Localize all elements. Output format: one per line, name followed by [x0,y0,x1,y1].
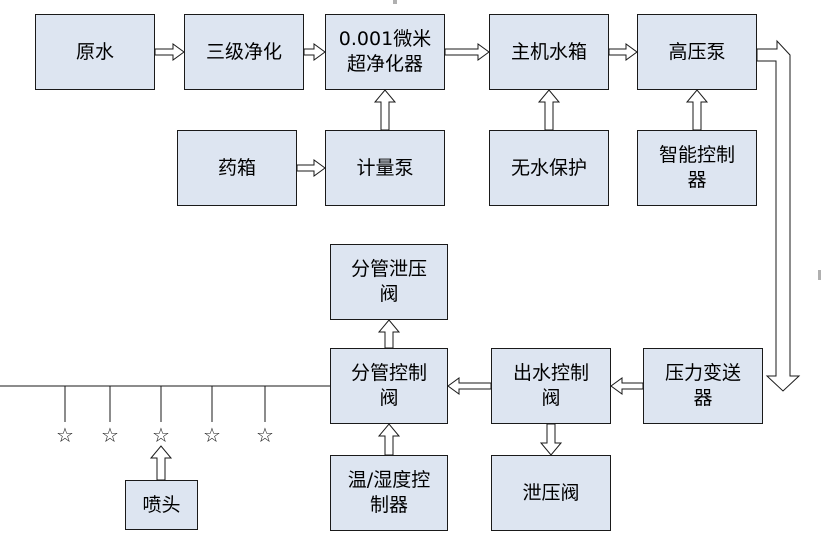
relief-valve-box: 泄压阀 [491,455,611,531]
arrow-raw-to-purification [154,43,185,61]
branch-relief-valve-label: 分管泄压 阀 [350,258,427,305]
metering-pump-box: 计量泵 [325,130,445,206]
pressure-transmitter-label: 压力变送 器 [664,362,741,409]
arrow-metering-to-ultrafiltration [373,89,397,131]
nozzle-star-icon: ☆ [56,423,74,447]
nozzle-star-icon: ☆ [152,423,170,447]
chemical-tank-box: 药箱 [177,130,297,206]
three-stage-purification-label: 三级净化 [205,40,282,63]
raw-water-label: 原水 [75,40,114,63]
branch-relief-valve-box: 分管泄压 阀 [330,244,448,320]
chemical-tank-label: 药箱 [217,156,256,179]
arrow-outlet-to-relief [539,423,563,456]
main-tank-label: 主机水箱 [510,40,587,63]
arrow-branch-to-relief [377,319,401,349]
arrow-tank-to-pump [608,43,638,61]
nozzle-box: 喷头 [125,480,198,530]
arrow-transmitter-to-outlet [610,377,644,395]
arrow-chemical-to-metering [296,159,326,177]
outlet-control-valve-label: 出水控制 阀 [512,362,589,409]
no-water-protection-label: 无水保护 [510,156,587,179]
smart-controller-box: 智能控制 器 [637,130,757,206]
ultrafiltration-box: 0.001微米 超净化器 [325,14,445,90]
ultrafiltration-label: 0.001微米 超净化器 [338,28,432,75]
pressure-transmitter-box: 压力变送 器 [643,348,763,424]
outlet-control-valve-box: 出水控制 阀 [491,348,611,424]
arrow-ultrafiltration-to-tank [444,43,490,61]
branch-control-valve-box: 分管控制 阀 [330,348,448,424]
three-stage-purification-box: 三级净化 [184,14,304,90]
nozzle-label: 喷头 [142,493,181,516]
arrow-purification-to-ultrafiltration [303,43,326,61]
high-pressure-pump-label: 高压泵 [668,40,726,63]
arrow-nozzle-box-to-star [149,445,173,481]
arrow-outlet-to-branch [447,377,492,395]
temp-humidity-controller-box: 温/湿度控 制器 [330,455,448,531]
nozzle-star-icon: ☆ [203,423,221,447]
main-tank-box: 主机水箱 [489,14,609,90]
arrow-pump-to-transmitter [756,39,801,392]
connectors: ☆ ☆ ☆ ☆ ☆ [0,39,801,481]
nozzle-star-icon: ☆ [256,423,274,447]
nozzle-star-icon: ☆ [101,423,119,447]
top-edge-marker [393,0,397,4]
temp-humidity-controller-label: 温/湿度控 制器 [347,469,431,516]
smart-controller-label: 智能控制 器 [658,144,735,191]
metering-pump-label: 计量泵 [356,156,414,179]
raw-water-box: 原水 [35,14,155,90]
arrow-protection-to-tank [537,89,561,131]
arrow-humidity-to-branch [377,423,401,456]
relief-valve-label: 泄压阀 [522,481,580,504]
no-water-protection-box: 无水保护 [489,130,609,206]
high-pressure-pump-box: 高压泵 [637,14,757,90]
branch-control-valve-label: 分管控制 阀 [350,362,427,409]
arrow-controller-to-pump [685,89,709,131]
right-edge-marker [818,270,821,280]
